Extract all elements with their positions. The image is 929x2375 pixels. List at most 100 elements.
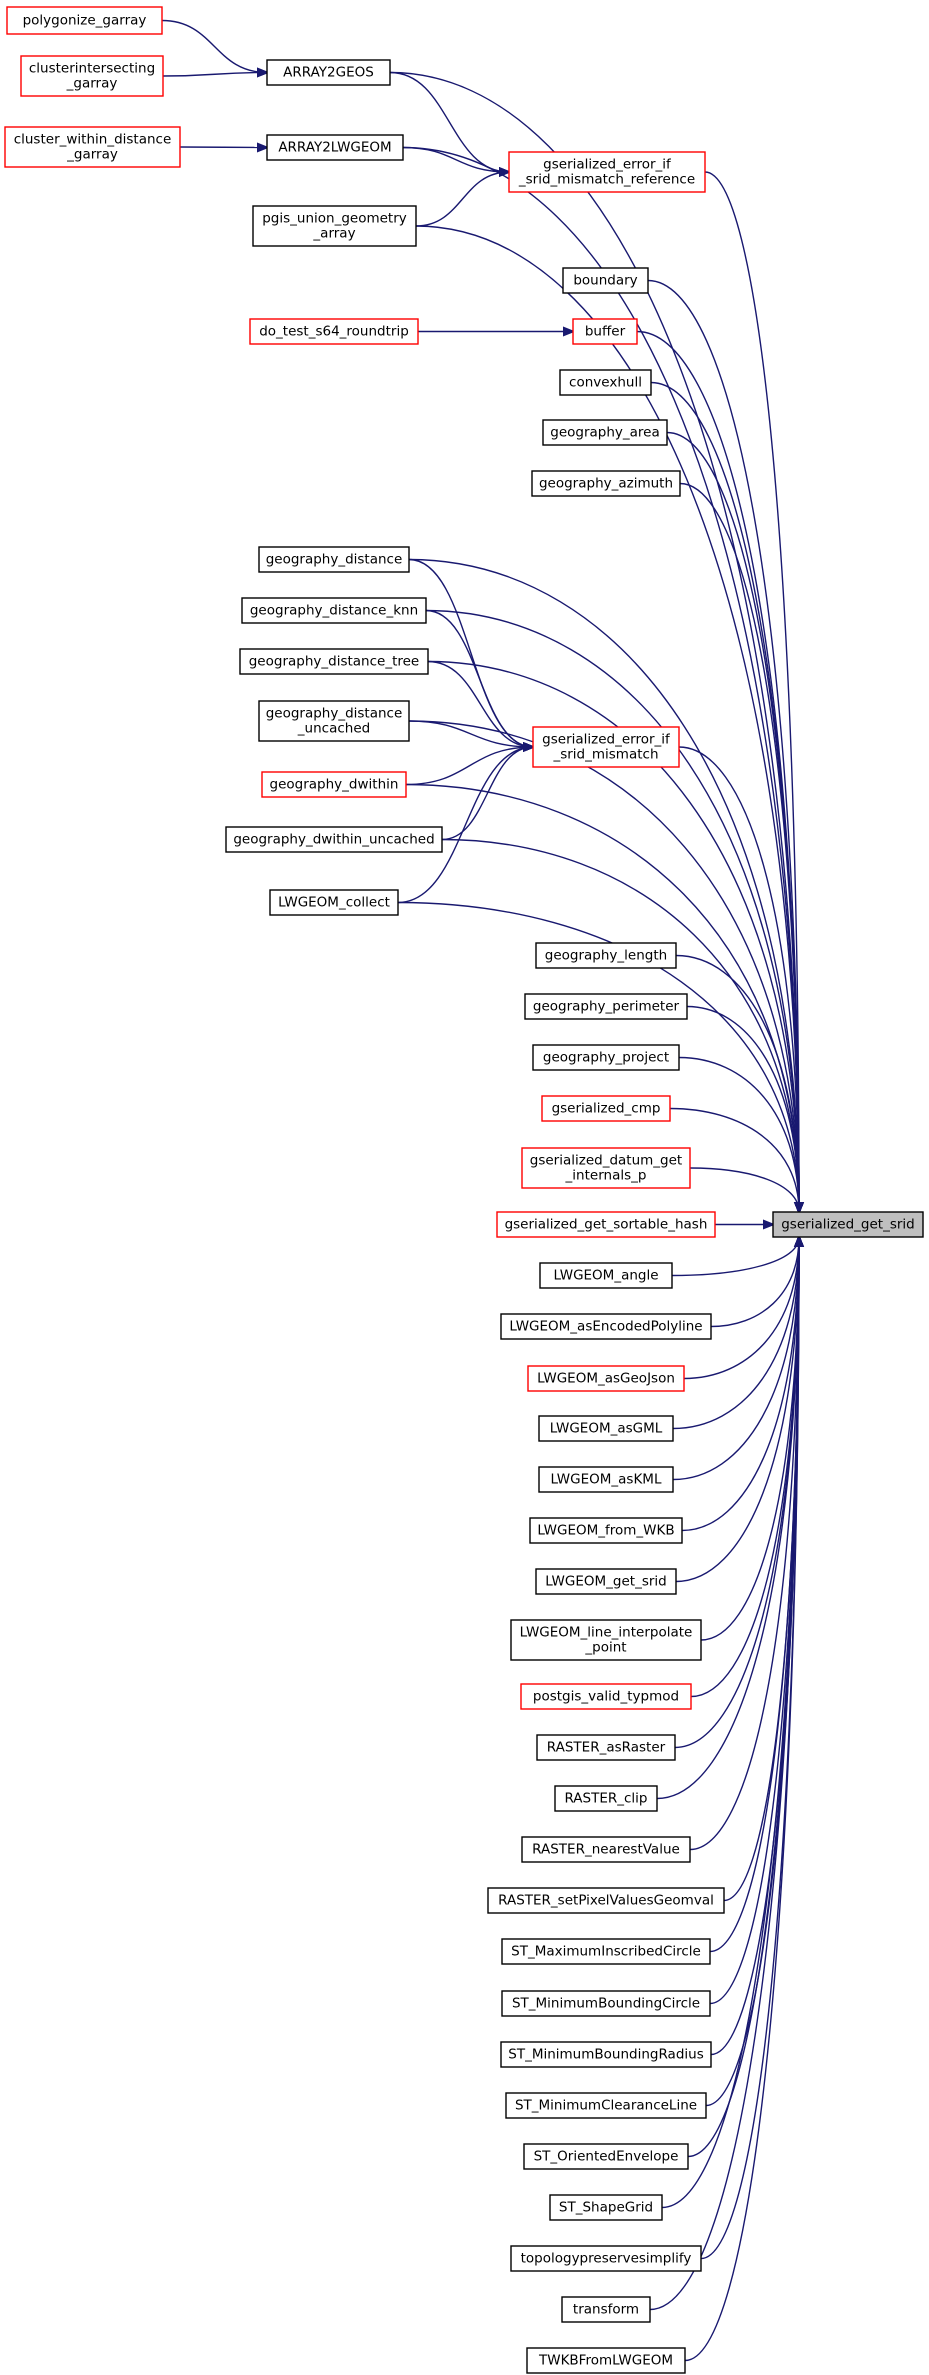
node-LWGEOM_asGML[interactable]: LWGEOM_asGML bbox=[538, 1415, 674, 1442]
node-label: ST_MinimumClearanceLine bbox=[515, 2098, 697, 2114]
node-box bbox=[508, 151, 706, 193]
node-label: pgis_union_geometry bbox=[262, 211, 407, 227]
node-box bbox=[535, 942, 677, 969]
edge-buffer-to-gserialized_get_srid bbox=[636, 330, 799, 1213]
node-RASTER_setPixelValuesGeomval[interactable]: RASTER_setPixelValuesGeomval bbox=[487, 1887, 725, 1914]
node-box bbox=[501, 1990, 711, 2017]
edge-ST_MaximumInscribedCircle-to-gserialized_get_srid bbox=[709, 1237, 799, 1953]
node-LWGEOM_asKML[interactable]: LWGEOM_asKML bbox=[538, 1466, 674, 1493]
node-box bbox=[532, 1044, 680, 1071]
node-LWGEOM_collect[interactable]: LWGEOM_collect bbox=[269, 889, 399, 916]
node-gserialized_error_if_srid_mismatch[interactable]: gserialized_error_if_srid_mismatch bbox=[532, 726, 680, 768]
node-pgis_union_geometry_array[interactable]: pgis_union_geometry_array bbox=[252, 205, 417, 247]
node-geography_dwithin[interactable]: geography_dwithin bbox=[261, 771, 407, 798]
node-box bbox=[258, 546, 410, 573]
node-LWGEOM_asGeoJson[interactable]: LWGEOM_asGeoJson bbox=[527, 1365, 685, 1392]
node-box bbox=[269, 889, 399, 916]
node-label: ST_MinimumBoundingCircle bbox=[512, 1996, 700, 2012]
node-geography_distance_knn[interactable]: geography_distance_knn bbox=[241, 597, 427, 624]
node-geography_area[interactable]: geography_area bbox=[542, 419, 668, 446]
edge-ARRAY2GEOS-to-gserialized_get_srid bbox=[389, 71, 799, 1213]
node-box bbox=[20, 55, 164, 97]
node-box bbox=[562, 267, 649, 294]
node-label: geography_dwithin_uncached bbox=[233, 832, 434, 848]
node-transform[interactable]: transform bbox=[561, 2296, 651, 2323]
edge-RASTER_nearestValue-to-gserialized_get_srid bbox=[689, 1237, 799, 1851]
node-ST_MaximumInscribedCircle[interactable]: ST_MaximumInscribedCircle bbox=[501, 1938, 711, 1965]
node-box bbox=[539, 1262, 673, 1289]
edge-geography_distance-to-gserialized_get_srid bbox=[408, 558, 799, 1213]
node-ST_ShapeGrid[interactable]: ST_ShapeGrid bbox=[549, 2194, 663, 2221]
node-label: ST_OrientedEnvelope bbox=[534, 2149, 679, 2165]
node-ARRAY2GEOS[interactable]: ARRAY2GEOS bbox=[266, 59, 391, 86]
node-box bbox=[772, 1211, 924, 1238]
node-box bbox=[549, 2194, 663, 2221]
node-box bbox=[527, 1365, 685, 1392]
node-gserialized_get_srid[interactable]: gserialized_get_srid bbox=[772, 1211, 924, 1238]
node-geography_azimuth[interactable]: geography_azimuth bbox=[531, 470, 681, 497]
edge-clusterintersecting_garray-to-ARRAY2GEOS bbox=[162, 73, 267, 77]
node-geography_distance_uncached[interactable]: geography_distance_uncached bbox=[258, 700, 410, 742]
node-gserialized_cmp[interactable]: gserialized_cmp bbox=[541, 1095, 671, 1122]
node-do_test_s64_roundtrip[interactable]: do_test_s64_roundtrip bbox=[249, 318, 419, 345]
node-box bbox=[561, 2296, 651, 2323]
node-geography_distance_tree[interactable]: geography_distance_tree bbox=[239, 648, 429, 675]
node-ST_MinimumClearanceLine[interactable]: ST_MinimumClearanceLine bbox=[505, 2092, 707, 2119]
node-ST_MinimumBoundingCircle[interactable]: ST_MinimumBoundingCircle bbox=[501, 1990, 711, 2017]
node-RASTER_nearestValue[interactable]: RASTER_nearestValue bbox=[521, 1836, 691, 1863]
node-label: ARRAY2LWGEOM bbox=[278, 140, 391, 156]
node-LWGEOM_get_srid[interactable]: LWGEOM_get_srid bbox=[535, 1568, 677, 1595]
edge-LWGEOM_collect-to-gserialized_get_srid bbox=[397, 901, 799, 1213]
node-label: topologypreservesimplify bbox=[521, 2251, 692, 2267]
node-cluster_within_distance_garray[interactable]: cluster_within_distance_garray bbox=[4, 126, 181, 168]
node-gserialized_datum_get_internals_p[interactable]: gserialized_datum_get_internals_p bbox=[521, 1147, 691, 1189]
edge-transform-to-gserialized_get_srid bbox=[649, 1237, 799, 2311]
node-label: boundary bbox=[573, 273, 637, 289]
node-label: _garray bbox=[66, 76, 118, 92]
node-TWKBFromLWGEOM[interactable]: TWKBFromLWGEOM bbox=[526, 2347, 686, 2374]
node-RASTER_asRaster[interactable]: RASTER_asRaster bbox=[536, 1734, 676, 1761]
node-box bbox=[538, 1466, 674, 1493]
node-gserialized_error_if_srid_mismatch_reference[interactable]: gserialized_error_if_srid_mismatch_refer… bbox=[508, 151, 706, 193]
node-box bbox=[258, 700, 410, 742]
node-gserialized_get_sortable_hash[interactable]: gserialized_get_sortable_hash bbox=[496, 1211, 716, 1238]
node-box bbox=[538, 1415, 674, 1442]
node-box bbox=[505, 2092, 707, 2119]
node-label: _point bbox=[584, 1640, 626, 1656]
edge-LWGEOM_asGML-to-gserialized_get_srid bbox=[672, 1237, 799, 1430]
node-label: LWGEOM_asGML bbox=[550, 1421, 663, 1437]
node-convexhull[interactable]: convexhull bbox=[559, 369, 652, 396]
node-RASTER_clip[interactable]: RASTER_clip bbox=[554, 1785, 658, 1812]
node-box bbox=[536, 1734, 676, 1761]
node-geography_distance[interactable]: geography_distance bbox=[258, 546, 410, 573]
node-ARRAY2LWGEOM[interactable]: ARRAY2LWGEOM bbox=[266, 134, 404, 161]
node-geography_dwithin_uncached[interactable]: geography_dwithin_uncached bbox=[225, 826, 443, 853]
node-LWGEOM_asEncodedPolyline[interactable]: LWGEOM_asEncodedPolyline bbox=[500, 1313, 712, 1340]
node-geography_project[interactable]: geography_project bbox=[532, 1044, 680, 1071]
node-LWGEOM_line_interpolate_point[interactable]: LWGEOM_line_interpolate_point bbox=[510, 1619, 702, 1661]
node-LWGEOM_from_WKB[interactable]: LWGEOM_from_WKB bbox=[529, 1517, 683, 1544]
node-ST_MinimumBoundingRadius[interactable]: ST_MinimumBoundingRadius bbox=[500, 2041, 712, 2068]
node-label: gserialized_error_if bbox=[542, 732, 671, 748]
node-geography_length[interactable]: geography_length bbox=[535, 942, 677, 969]
edge-gserialized_datum_get_internals_p-to-gserialized_get_srid bbox=[689, 1167, 799, 1212]
node-label: TWKBFromLWGEOM bbox=[538, 2353, 673, 2369]
node-postgis_valid_typmod[interactable]: postgis_valid_typmod bbox=[520, 1683, 692, 1710]
node-geography_perimeter[interactable]: geography_perimeter bbox=[524, 993, 688, 1020]
node-box bbox=[535, 1568, 677, 1595]
edge-geography_dwithin-to-gserialized_get_srid bbox=[405, 783, 799, 1213]
node-label: buffer bbox=[585, 324, 626, 340]
node-box bbox=[572, 318, 638, 345]
node-ST_OrientedEnvelope[interactable]: ST_OrientedEnvelope bbox=[523, 2143, 689, 2170]
node-box bbox=[523, 2143, 689, 2170]
node-buffer[interactable]: buffer bbox=[572, 318, 638, 345]
node-topologypreservesimplify[interactable]: topologypreservesimplify bbox=[510, 2245, 702, 2272]
node-LWGEOM_angle[interactable]: LWGEOM_angle bbox=[539, 1262, 673, 1289]
node-clusterintersecting_garray[interactable]: clusterintersecting_garray bbox=[20, 55, 164, 97]
node-box bbox=[261, 771, 407, 798]
edge-ARRAY2LWGEOM-to-gserialized_error_if_srid_mismatch_reference bbox=[402, 146, 509, 173]
node-polygonize_garray[interactable]: polygonize_garray bbox=[6, 6, 163, 35]
node-box bbox=[252, 205, 417, 247]
node-boundary[interactable]: boundary bbox=[562, 267, 649, 294]
edge-geography_distance_tree-to-gserialized_error_if_srid_mismatch bbox=[427, 660, 533, 748]
